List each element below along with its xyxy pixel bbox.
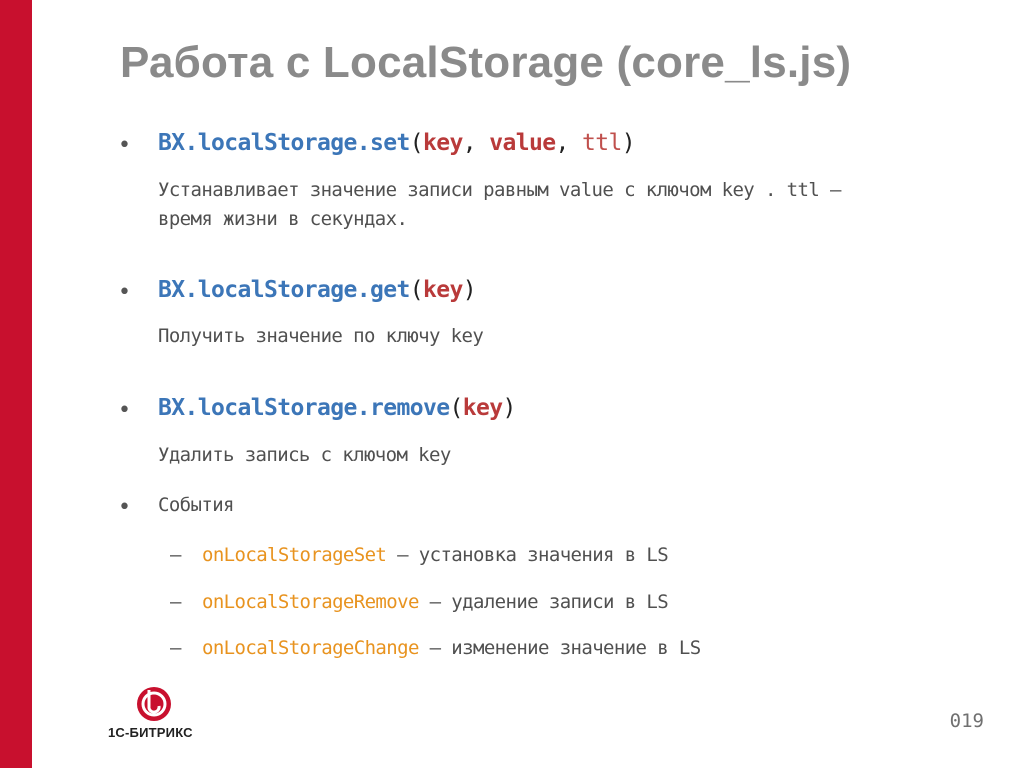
method-name: BX.localStorage.remove: [158, 395, 450, 421]
method-param: key: [462, 395, 503, 421]
method-remove: BX.localStorage.remove(key): [158, 395, 516, 421]
method-description: Получить значение по ключу key: [158, 322, 484, 351]
method-description: Удалить запись с ключом key: [158, 441, 451, 470]
event-name: onLocalStorageSet: [202, 544, 387, 566]
bitrix-logo-icon: [137, 687, 171, 721]
event-name: onLocalStorageRemove: [202, 591, 419, 613]
page-number: 019: [949, 710, 984, 732]
method-param: key: [422, 277, 463, 303]
event-item: onLocalStorageRemove – удаление записи в…: [202, 591, 669, 613]
description-line: Удалить запись с ключом key: [158, 444, 451, 466]
method-description: Устанавливает значение записи равным val…: [158, 176, 841, 234]
event-desc: – изменение значение в LS: [418, 637, 702, 659]
dash-marker: –: [170, 637, 182, 659]
bullet-dot: •: [118, 133, 131, 158]
method-param: value: [489, 130, 556, 156]
method-get: BX.localStorage.get(key): [158, 277, 477, 303]
bullet-dot: •: [118, 398, 131, 423]
dash-marker: –: [170, 544, 182, 566]
event-desc: – установка значения в LS: [386, 544, 669, 566]
event-item: onLocalStorageSet – установка значения в…: [202, 544, 669, 566]
bullet-dot: •: [118, 495, 131, 520]
dash-marker: –: [170, 591, 182, 613]
method-set: BX.localStorage.set(key, value, ttl): [158, 130, 636, 156]
logo-text: 1С-БИТРИКС: [108, 725, 193, 740]
event-item: onLocalStorageChange – изменение значени…: [202, 637, 701, 659]
method-name: BX.localStorage.get: [158, 277, 410, 303]
method-param: key: [422, 130, 463, 156]
event-name: onLocalStorageChange: [202, 637, 419, 659]
method-param: ttl: [581, 130, 622, 156]
method-name: BX.localStorage.set: [158, 130, 410, 156]
events-label: События: [158, 494, 234, 516]
side-accent-bar: [0, 0, 32, 768]
slide-title: Работа с LocalStorage (core_ls.js): [120, 38, 852, 87]
description-line: время жизни в секундах.: [158, 208, 408, 230]
bullet-dot: •: [118, 280, 131, 305]
description-line: Получить значение по ключу key: [158, 325, 484, 347]
description-line: Устанавливает значение записи равным val…: [158, 179, 841, 201]
event-desc: – удаление записи в LS: [418, 591, 669, 613]
